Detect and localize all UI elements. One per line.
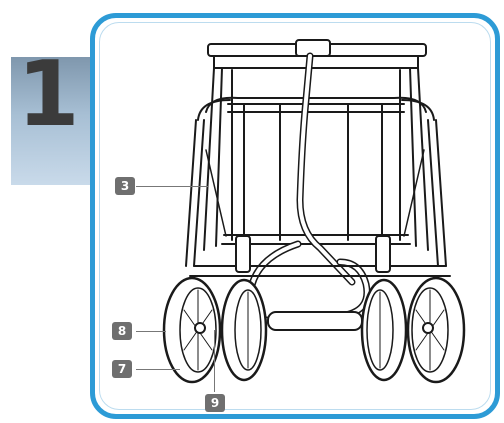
callout-8: 8 [112,322,132,340]
callout-7-leader [136,369,180,370]
callout-3: 3 [115,177,135,195]
callout-3-leader [136,186,208,187]
callout-9-leader [214,330,215,392]
callout-7: 7 [112,360,132,378]
callout-8-leader [136,331,166,332]
callout-9: 9 [205,394,225,412]
step-number-block [11,57,103,185]
step-number: 1 [17,42,80,147]
